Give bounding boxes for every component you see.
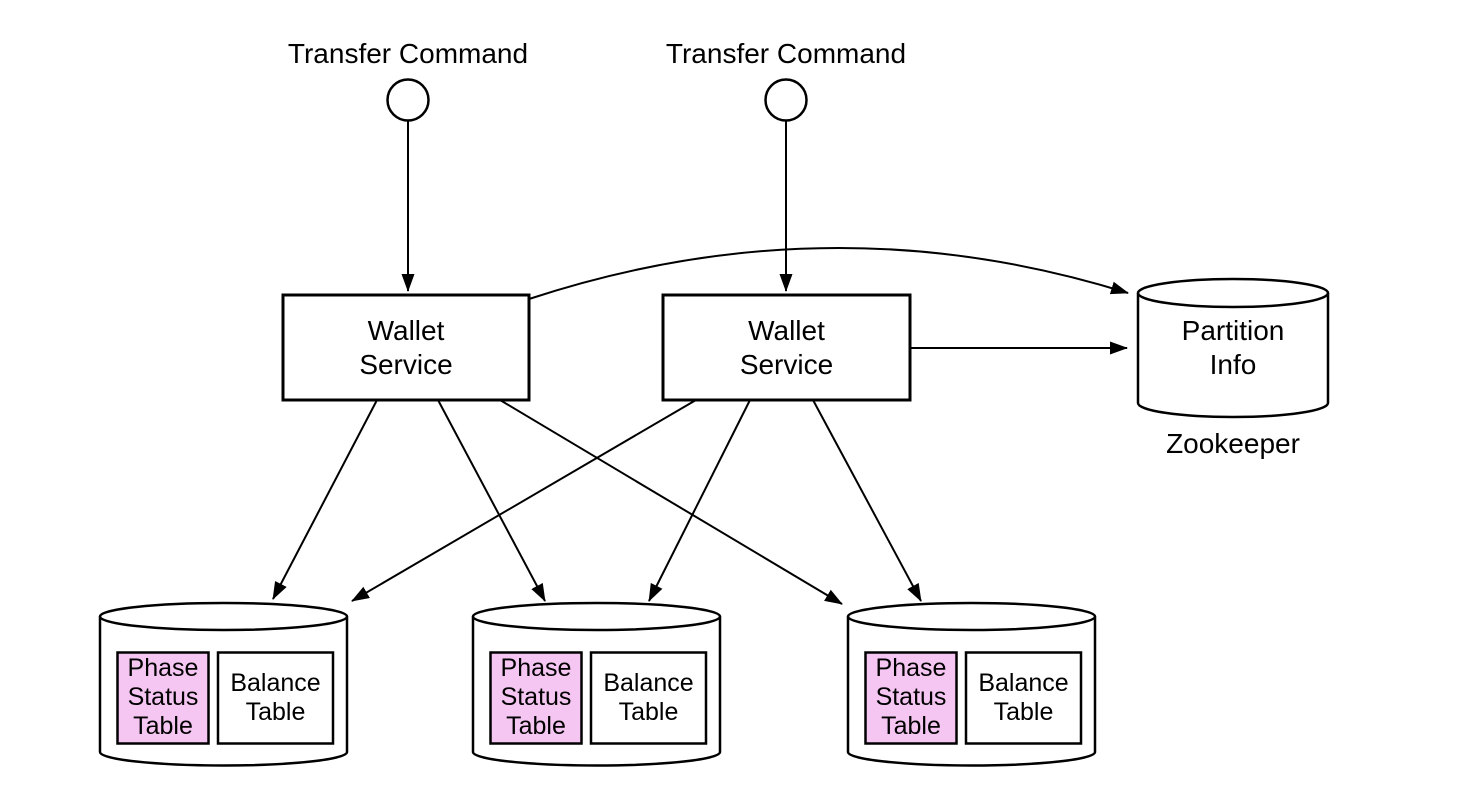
- wallet-service-2-label: Wallet Service: [739, 314, 834, 380]
- database-2-balance-box: [589, 651, 708, 745]
- wallet-service-1-label: Wallet Service: [359, 314, 453, 380]
- database-1-phase-status-box: [116, 651, 210, 745]
- database-3-cylinder: [846, 601, 1097, 767]
- database-3-phase-status-box: [864, 651, 958, 745]
- partition-info-label: Partition Info: [1181, 315, 1285, 380]
- edge-wallet2-database2-arrow: [648, 399, 751, 602]
- zookeeper-caption: Zookeeper: [1166, 428, 1300, 459]
- database-2-phase-status-box: [489, 651, 583, 745]
- edge-wallet1-database3-arrow: [499, 399, 843, 605]
- database-1-balance-box: [216, 651, 335, 745]
- database-2-phase-status-label: Phase Status Table: [500, 654, 572, 740]
- database-3-balance-label: Balance Table: [978, 668, 1069, 726]
- edge-wallet2-database1-arrow: [351, 399, 697, 602]
- database-3-balance-box: [964, 651, 1083, 745]
- database-2-cylinder: [471, 601, 722, 767]
- transfer-command-1-label: Transfer Command: [287, 38, 529, 69]
- database-1-phase-status-label: Phase Status Table: [127, 654, 199, 740]
- wallet-service-2-box: [661, 293, 912, 402]
- wallet-service-1-box: [281, 293, 531, 402]
- edge-wallet1-zookeeper-arrow: [528, 246, 1129, 300]
- database-1-balance-label: Balance Table: [230, 668, 321, 726]
- transfer-command-2-label: Transfer Command: [665, 38, 907, 69]
- database-3-phase-status-label: Phase Status Table: [875, 654, 947, 740]
- edge-wallet1-database1-arrow: [272, 399, 378, 600]
- zookeeper-cylinder: [1136, 277, 1330, 419]
- edge-wallet1-database2-arrow: [437, 399, 546, 602]
- edge-wallet2-database3-arrow: [812, 399, 922, 602]
- database-2-balance-label: Balance Table: [603, 668, 694, 726]
- transfer-command-2-circle: [764, 78, 808, 122]
- transfer-command-1-circle: [386, 78, 430, 122]
- database-1-cylinder: [98, 601, 349, 767]
